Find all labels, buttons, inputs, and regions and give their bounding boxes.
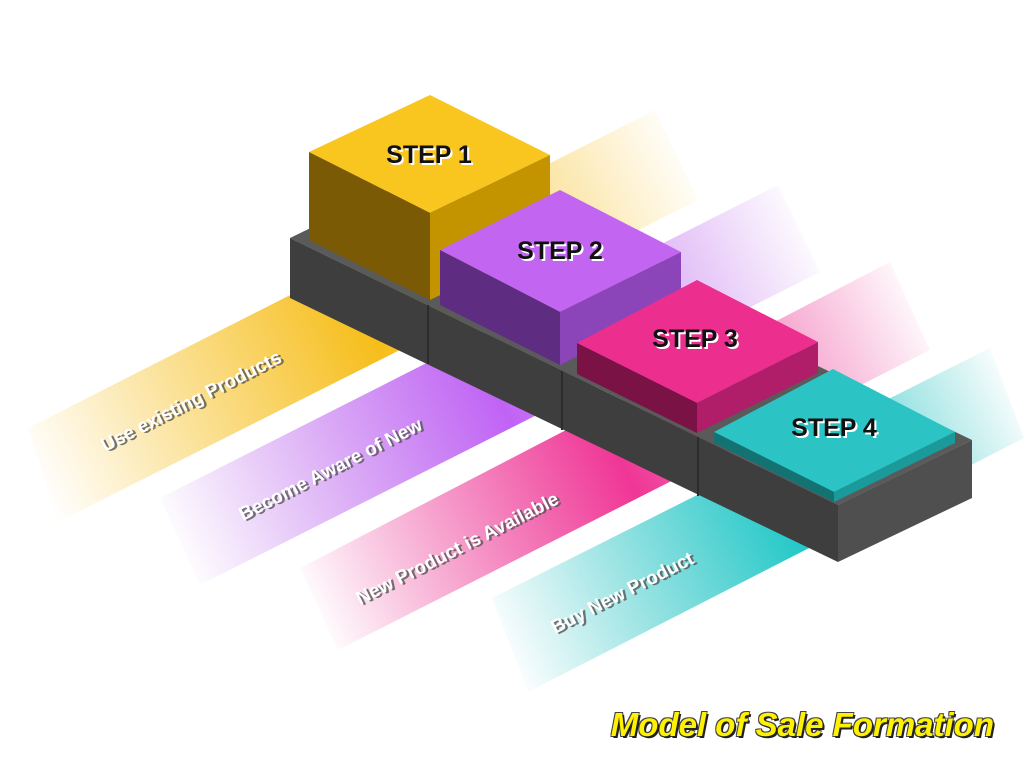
step-3-top-face <box>577 280 818 403</box>
step-1-top-face <box>309 95 550 213</box>
step-3-label: STEP 3 <box>652 325 738 353</box>
step-1-left-face <box>309 152 430 300</box>
step-4-label-shadow: STEP 4 <box>793 416 879 444</box>
step-3-right-face <box>697 342 818 433</box>
step-4-block: STEP 4 STEP 4 <box>714 369 955 502</box>
step-3-block: STEP 3 STEP 3 <box>577 280 818 433</box>
step-4-top-face <box>714 369 955 492</box>
step-2-top-face <box>440 190 681 312</box>
step-2-label: STEP 2 <box>517 237 603 265</box>
step-4-right-face <box>834 432 955 502</box>
page-title: Model of Sale Formation <box>610 706 994 743</box>
base-side-face <box>838 440 972 562</box>
step-4-left-face <box>714 432 834 502</box>
step-4-label: STEP 4 <box>791 414 877 442</box>
step-1-label-shadow: STEP 1 <box>388 143 474 171</box>
step-3-label-shadow: STEP 3 <box>654 327 740 355</box>
step-3-left-face <box>577 343 697 433</box>
step-2-label-shadow: STEP 2 <box>519 239 605 267</box>
step-1-label: STEP 1 <box>386 141 472 169</box>
step-2-left-face <box>440 250 560 365</box>
